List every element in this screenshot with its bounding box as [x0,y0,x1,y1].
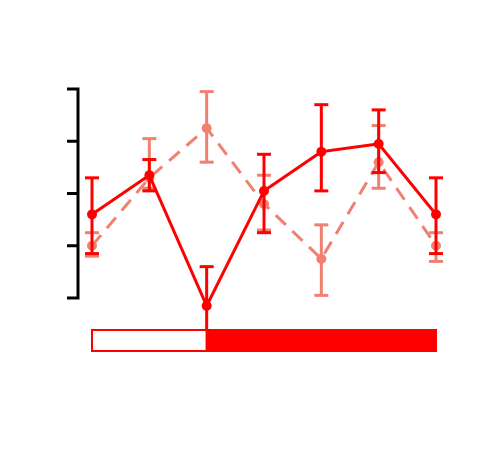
series-1-point-6 [431,209,441,220]
series-1-point-4 [316,146,327,157]
series-1-point-1 [144,170,155,181]
series-layer [85,90,443,342]
series-1-point-5 [373,138,384,149]
series-1-point-2 [201,300,212,311]
condition-bar [91,329,437,352]
condition-segment-1 [205,329,437,352]
series-1 [85,103,443,342]
series-0-point-2 [201,123,212,134]
series-0-point-4 [316,253,327,264]
series-1-point-0 [87,209,97,220]
condition-segment-0 [91,329,208,352]
y-axis [67,87,80,300]
series-1-point-3 [259,185,269,196]
